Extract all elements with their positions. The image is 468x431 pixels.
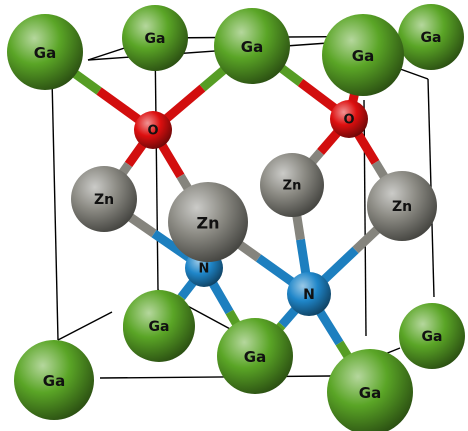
ga-atom-label: Ga	[241, 38, 263, 56]
ga-atom-label: Ga	[359, 384, 381, 402]
zn-atom-sphere	[168, 182, 248, 262]
zn-atom-label: Zn	[392, 199, 412, 215]
atom-ga-lower-center: Ga	[217, 318, 293, 394]
ga-atom-sphere	[327, 349, 413, 431]
atom-ga-top-center: Ga	[214, 8, 290, 84]
n-atom-label: N	[199, 262, 210, 277]
atom-n-right: N	[287, 272, 331, 316]
zn-atom-label: Zn	[94, 192, 114, 208]
atom-o-right: O	[330, 100, 368, 138]
zn-atom-label: Zn	[283, 179, 302, 194]
o-atom-sphere	[134, 111, 172, 149]
atom-zn-center: Zn	[168, 182, 248, 262]
o-atom-sphere	[330, 100, 368, 138]
atom-ga-front-top-left: Ga	[7, 14, 83, 90]
atom-ga-front-top-right: Ga	[322, 14, 404, 96]
atom-zn-back-center: Zn	[260, 153, 324, 217]
ga-atom-sphere	[399, 303, 465, 369]
ga-atom-sphere	[122, 5, 188, 71]
atom-ga-front-bottom-right: Ga	[327, 349, 413, 431]
o-atom-label: O	[147, 124, 158, 139]
unit-cell-edge	[99, 375, 331, 379]
zn-atom-sphere	[260, 153, 324, 217]
ga-atom-sphere	[14, 340, 94, 420]
atom-zn-left: Zn	[71, 166, 137, 232]
ga-atom-sphere	[217, 318, 293, 394]
atom-ga-front-bottom-left: Ga	[14, 340, 94, 420]
ga-atom-label: Ga	[244, 348, 266, 366]
ga-atom-label: Ga	[421, 30, 442, 46]
zn-atom-sphere	[71, 166, 137, 232]
zn-atom-label: Zn	[197, 214, 220, 233]
ga-atom-sphere	[123, 290, 195, 362]
atom-ga-lower-back: Ga	[123, 290, 195, 362]
atom-zn-right: Zn	[367, 171, 437, 241]
n-atom-sphere	[287, 272, 331, 316]
ga-atom-sphere	[398, 4, 464, 70]
ga-atom-label: Ga	[352, 47, 374, 65]
ga-atom-sphere	[214, 8, 290, 84]
atom-o-left: O	[134, 111, 172, 149]
unit-cell-edge	[51, 77, 59, 341]
ga-atom-label: Ga	[145, 31, 166, 47]
ga-atom-sphere	[322, 14, 404, 96]
unit-cell-edge	[363, 99, 367, 337]
o-atom-label: O	[343, 113, 354, 128]
ga-atom-label: Ga	[422, 329, 443, 345]
unit-cell-edge	[57, 311, 113, 341]
zn-atom-sphere	[367, 171, 437, 241]
atom-layer: GaGaGaGaGaGaGaOOZnZnZnNNZnGaGaGaGa	[7, 4, 465, 431]
atom-ga-back-top-left: Ga	[122, 5, 188, 71]
unit-cell-edge	[154, 37, 159, 291]
atom-ga-back-bottom-right: Ga	[399, 303, 465, 369]
ga-atom-label: Ga	[149, 319, 170, 335]
n-atom-label: N	[303, 287, 315, 303]
ga-atom-label: Ga	[43, 372, 65, 390]
ga-atom-sphere	[7, 14, 83, 90]
atom-ga-back-top-right: Ga	[398, 4, 464, 70]
ga-atom-label: Ga	[34, 44, 56, 62]
